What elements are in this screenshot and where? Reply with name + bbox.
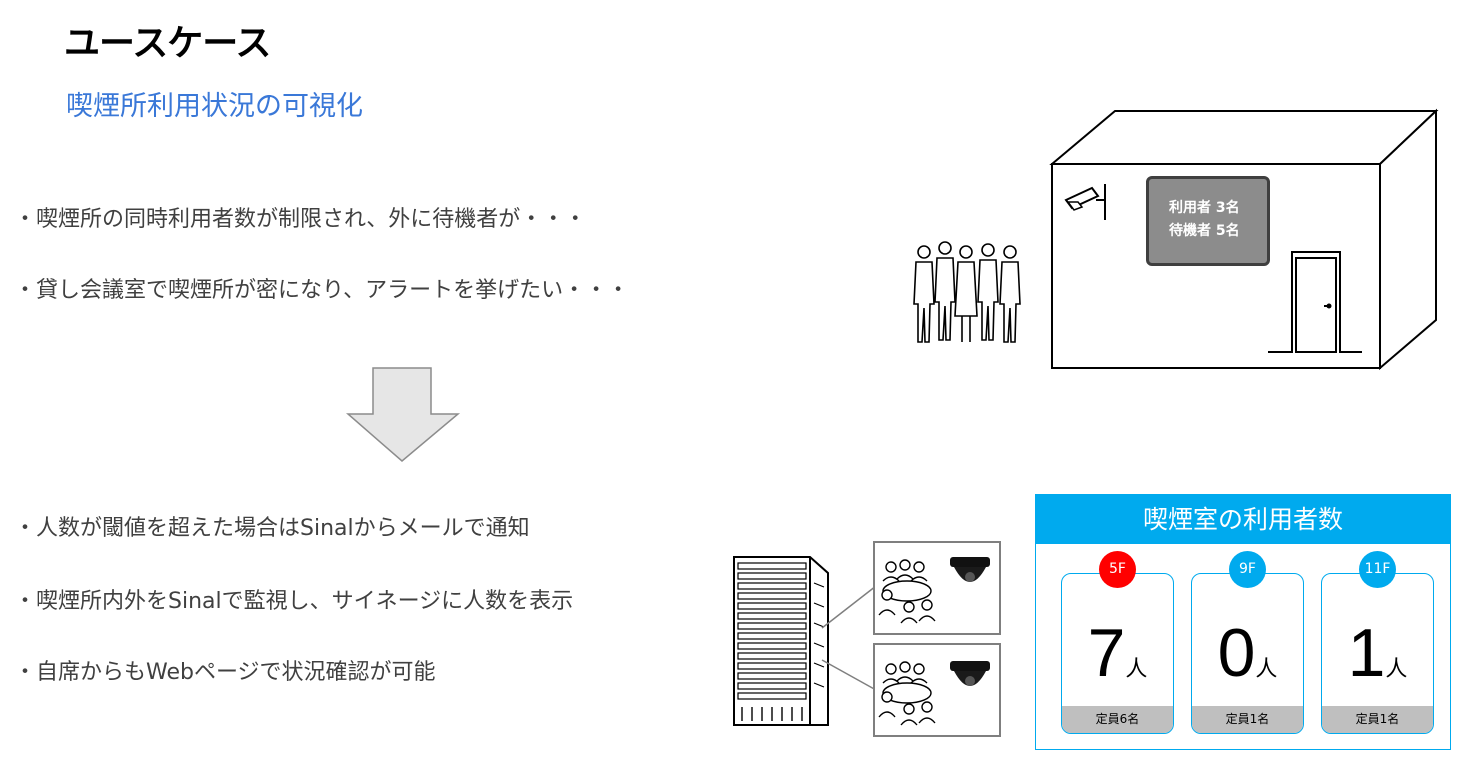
- meeting-room-camera-2: [873, 643, 1001, 737]
- floor-capacity: 定員1名: [1322, 706, 1433, 733]
- floor-badge-5f: 5F: [1099, 551, 1136, 588]
- server-icon: [733, 556, 829, 726]
- meeting-room-icon: [878, 661, 936, 726]
- signage-waiting: 待機者 5名: [1169, 223, 1240, 239]
- down-arrow-icon: [345, 367, 461, 462]
- floor-capacity: 定員1名: [1192, 706, 1303, 733]
- occupancy-monitor: 喫煙室の利用者数 7人 定員6名 5F 0人 定員1名 9F 1人 定員1名 1…: [1035, 494, 1451, 750]
- dome-camera-icon: [950, 661, 990, 686]
- floor-count: 7人: [1062, 614, 1173, 692]
- count-value: 0: [1217, 615, 1256, 691]
- floor-count: 0人: [1192, 614, 1303, 692]
- monitor-title: 喫煙室の利用者数: [1036, 495, 1450, 544]
- count-value: 7: [1087, 615, 1126, 691]
- solution-item-2: ・喫煙所内外をSinalで監視し、サイネージに人数を表示: [14, 589, 574, 614]
- security-camera-icon: [1064, 184, 1106, 220]
- page-title: ユースケース: [64, 23, 271, 64]
- dome-camera-icon: [950, 557, 990, 582]
- solution-item-1: ・人数が閾値を超えた場合はSinalからメールで通知: [14, 516, 530, 541]
- count-value: 1: [1347, 615, 1386, 691]
- connection-lines: [821, 585, 877, 691]
- problem-item-1: ・喫煙所の同時利用者数が制限され、外に待機者が・・・: [14, 207, 587, 232]
- count-unit: 人: [1255, 657, 1278, 682]
- building-signage: 利用者 3名 待機者 5名: [1146, 176, 1270, 266]
- count-unit: 人: [1385, 657, 1408, 682]
- solution-item-3: ・自席からもWebページで状況確認が可能: [14, 660, 436, 685]
- floor-count: 1人: [1322, 614, 1433, 692]
- meeting-room-camera-1: [873, 541, 1001, 635]
- waiting-people-icon: [913, 241, 1021, 343]
- floor-card-11f: 1人 定員1名: [1321, 573, 1434, 734]
- count-unit: 人: [1125, 657, 1148, 682]
- floor-capacity: 定員6名: [1062, 706, 1173, 733]
- problem-item-2: ・貸し会議室で喫煙所が密になり、アラートを挙げたい・・・: [14, 278, 630, 303]
- meeting-room-icon: [878, 559, 936, 624]
- floor-card-5f: 7人 定員6名: [1061, 573, 1174, 734]
- floor-card-9f: 0人 定員1名: [1191, 573, 1304, 734]
- signage-users: 利用者 3名: [1169, 200, 1240, 216]
- floor-badge-11f: 11F: [1359, 551, 1396, 588]
- door-icon: [1268, 251, 1362, 353]
- page-subtitle: 喫煙所利用状況の可視化: [66, 91, 363, 122]
- floor-badge-9f: 9F: [1229, 551, 1266, 588]
